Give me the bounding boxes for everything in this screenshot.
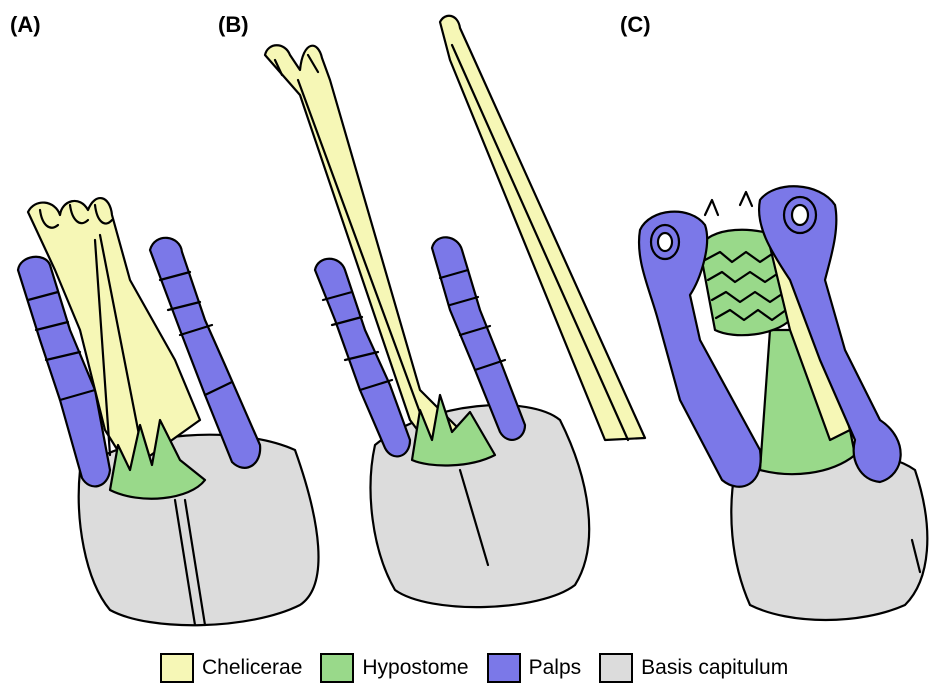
legend-label-hypostome: Hypostome [362, 656, 468, 680]
panel-label-a: (A) [10, 12, 41, 38]
hypostome-swatch [320, 653, 354, 683]
panel-b-detached-chelicera [440, 16, 645, 440]
chelicerae-swatch [160, 653, 194, 683]
panel-c-basis-capitulum [731, 451, 927, 620]
mouthparts-illustration [0, 0, 947, 640]
legend-label-palps: Palps [529, 656, 582, 680]
panel-b-drawing [265, 16, 645, 607]
panel-label-b: (B) [218, 12, 249, 38]
legend-item-chelicerae: Chelicerae [160, 653, 302, 683]
legend-label-chelicerae: Chelicerae [202, 656, 302, 680]
panel-label-c: (C) [620, 12, 651, 38]
palps-swatch [487, 653, 521, 683]
panel-c-drawing [639, 186, 927, 620]
tick-mouthparts-figure: (A) (B) (C) [0, 0, 947, 640]
legend-item-hypostome: Hypostome [320, 653, 468, 683]
legend-label-basis-capitulum: Basis capitulum [641, 656, 788, 680]
legend-item-basis-capitulum: Basis capitulum [599, 653, 788, 683]
legend-item-palps: Palps [487, 653, 582, 683]
panel-a-drawing [18, 198, 319, 625]
legend: Chelicerae Hypostome Palps Basis capitul… [160, 650, 788, 686]
basis-capitulum-swatch [599, 653, 633, 683]
